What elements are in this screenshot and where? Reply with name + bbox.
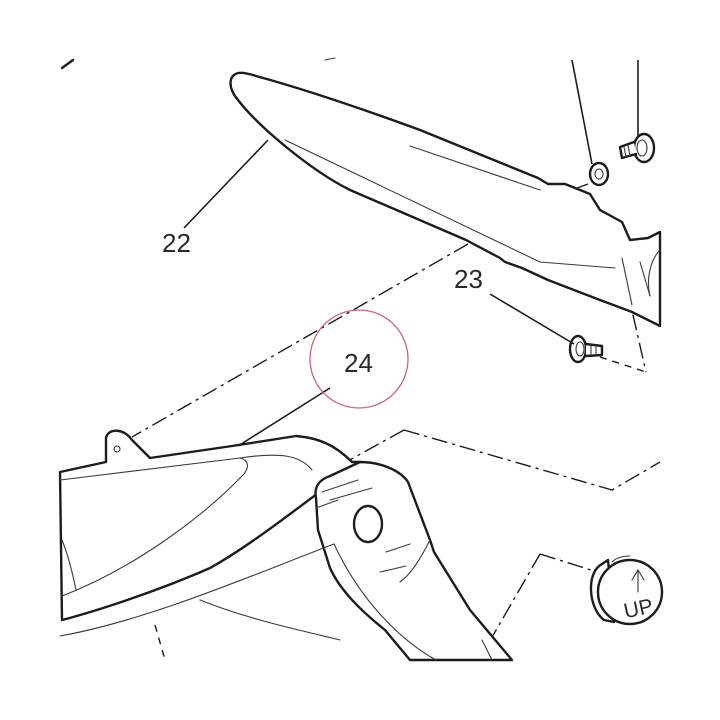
up-arrow-icon	[631, 568, 645, 593]
screw-23	[568, 334, 604, 364]
callout-22: 22	[162, 228, 191, 258]
frame-corner	[60, 58, 75, 70]
callout-24: 24	[344, 348, 373, 378]
washer-upper	[588, 161, 610, 187]
callout-24-highlight-circle	[309, 309, 409, 409]
screw-upper-right	[618, 132, 656, 164]
cap-up-text: UP	[622, 595, 655, 624]
leader-lines	[183, 59, 639, 447]
callout-23: 23	[454, 264, 483, 294]
lower-panel-edge	[59, 543, 437, 661]
cap-with-up-marking: UP	[589, 555, 664, 626]
part-22-upper-cover	[229, 71, 662, 328]
bracket-with-hole	[314, 460, 514, 662]
